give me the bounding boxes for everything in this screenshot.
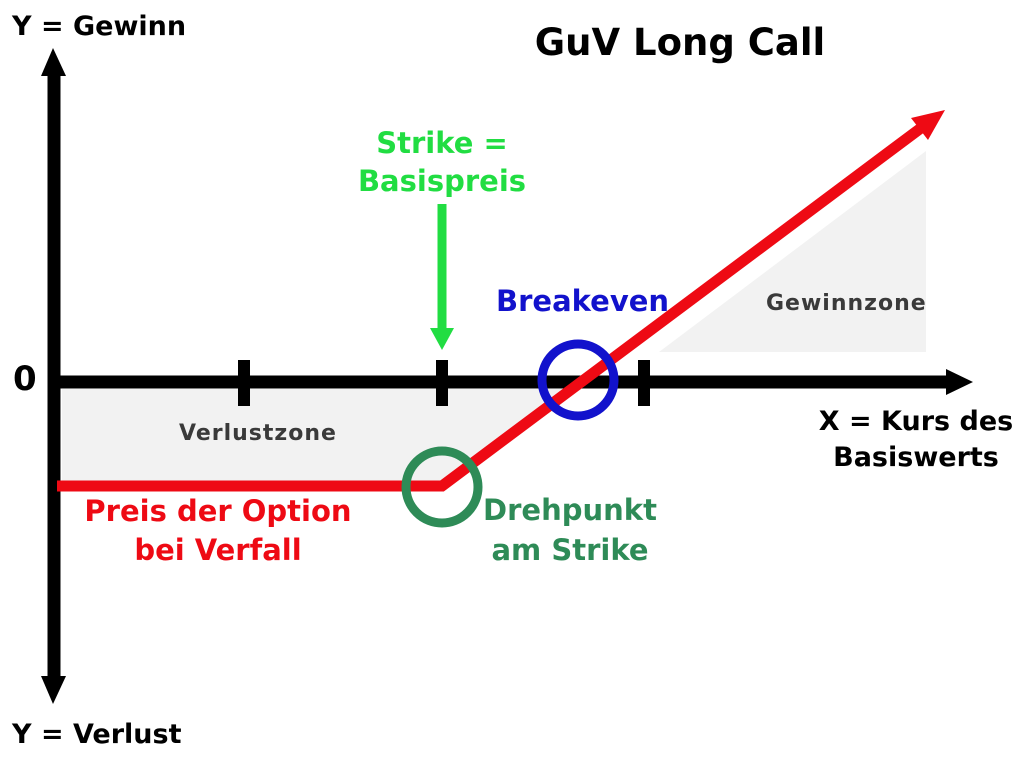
pivot-annotation: Drehpunkt am Strike (478, 490, 662, 570)
strike-arrowhead-icon (430, 328, 454, 350)
premium-annotation-line1: Preis der Option (84, 494, 352, 528)
x-axis-label-line1: X = Kurs des (818, 406, 1014, 437)
profit-zone-label: Gewinnzone (766, 291, 927, 316)
y-axis-down-arrowhead-icon (41, 676, 66, 704)
premium-annotation-line2: bei Verfall (134, 533, 302, 567)
y-axis-positive-label: Y = Gewinn (12, 11, 187, 42)
y-axis-up-arrowhead-icon (41, 48, 66, 76)
loss-zone-label: Verlustzone (179, 421, 337, 446)
strike-annotation-line1: Strike = (376, 126, 508, 160)
payoff-arrowhead-icon (911, 110, 945, 140)
payoff-line (57, 123, 925, 492)
strike-annotation-line2: Basispreis (357, 164, 527, 198)
profit-zone-area (659, 151, 926, 352)
pivot-circle-marker (401, 446, 483, 528)
breakeven-circle-marker (537, 339, 619, 421)
x-axis-label-line2: Basiswerts (833, 442, 999, 473)
pivot-annotation-line1: Drehpunkt (483, 493, 657, 527)
pivot-annotation-line2: am Strike (491, 533, 649, 567)
y-axis-negative-label: Y = Verlust (12, 719, 182, 750)
loss-zone-area (62, 389, 566, 481)
breakeven-annotation: Breakeven (496, 284, 670, 318)
chart-title: GuV Long Call (534, 21, 826, 64)
origin-zero-label: 0 (13, 359, 37, 399)
x-axis-label: X = Kurs des Basiswerts (810, 404, 1022, 476)
premium-annotation: Preis der Option bei Verfall (80, 492, 356, 570)
strike-annotation: Strike = Basispreis (342, 124, 542, 200)
x-axis-arrowhead-icon (946, 369, 973, 395)
